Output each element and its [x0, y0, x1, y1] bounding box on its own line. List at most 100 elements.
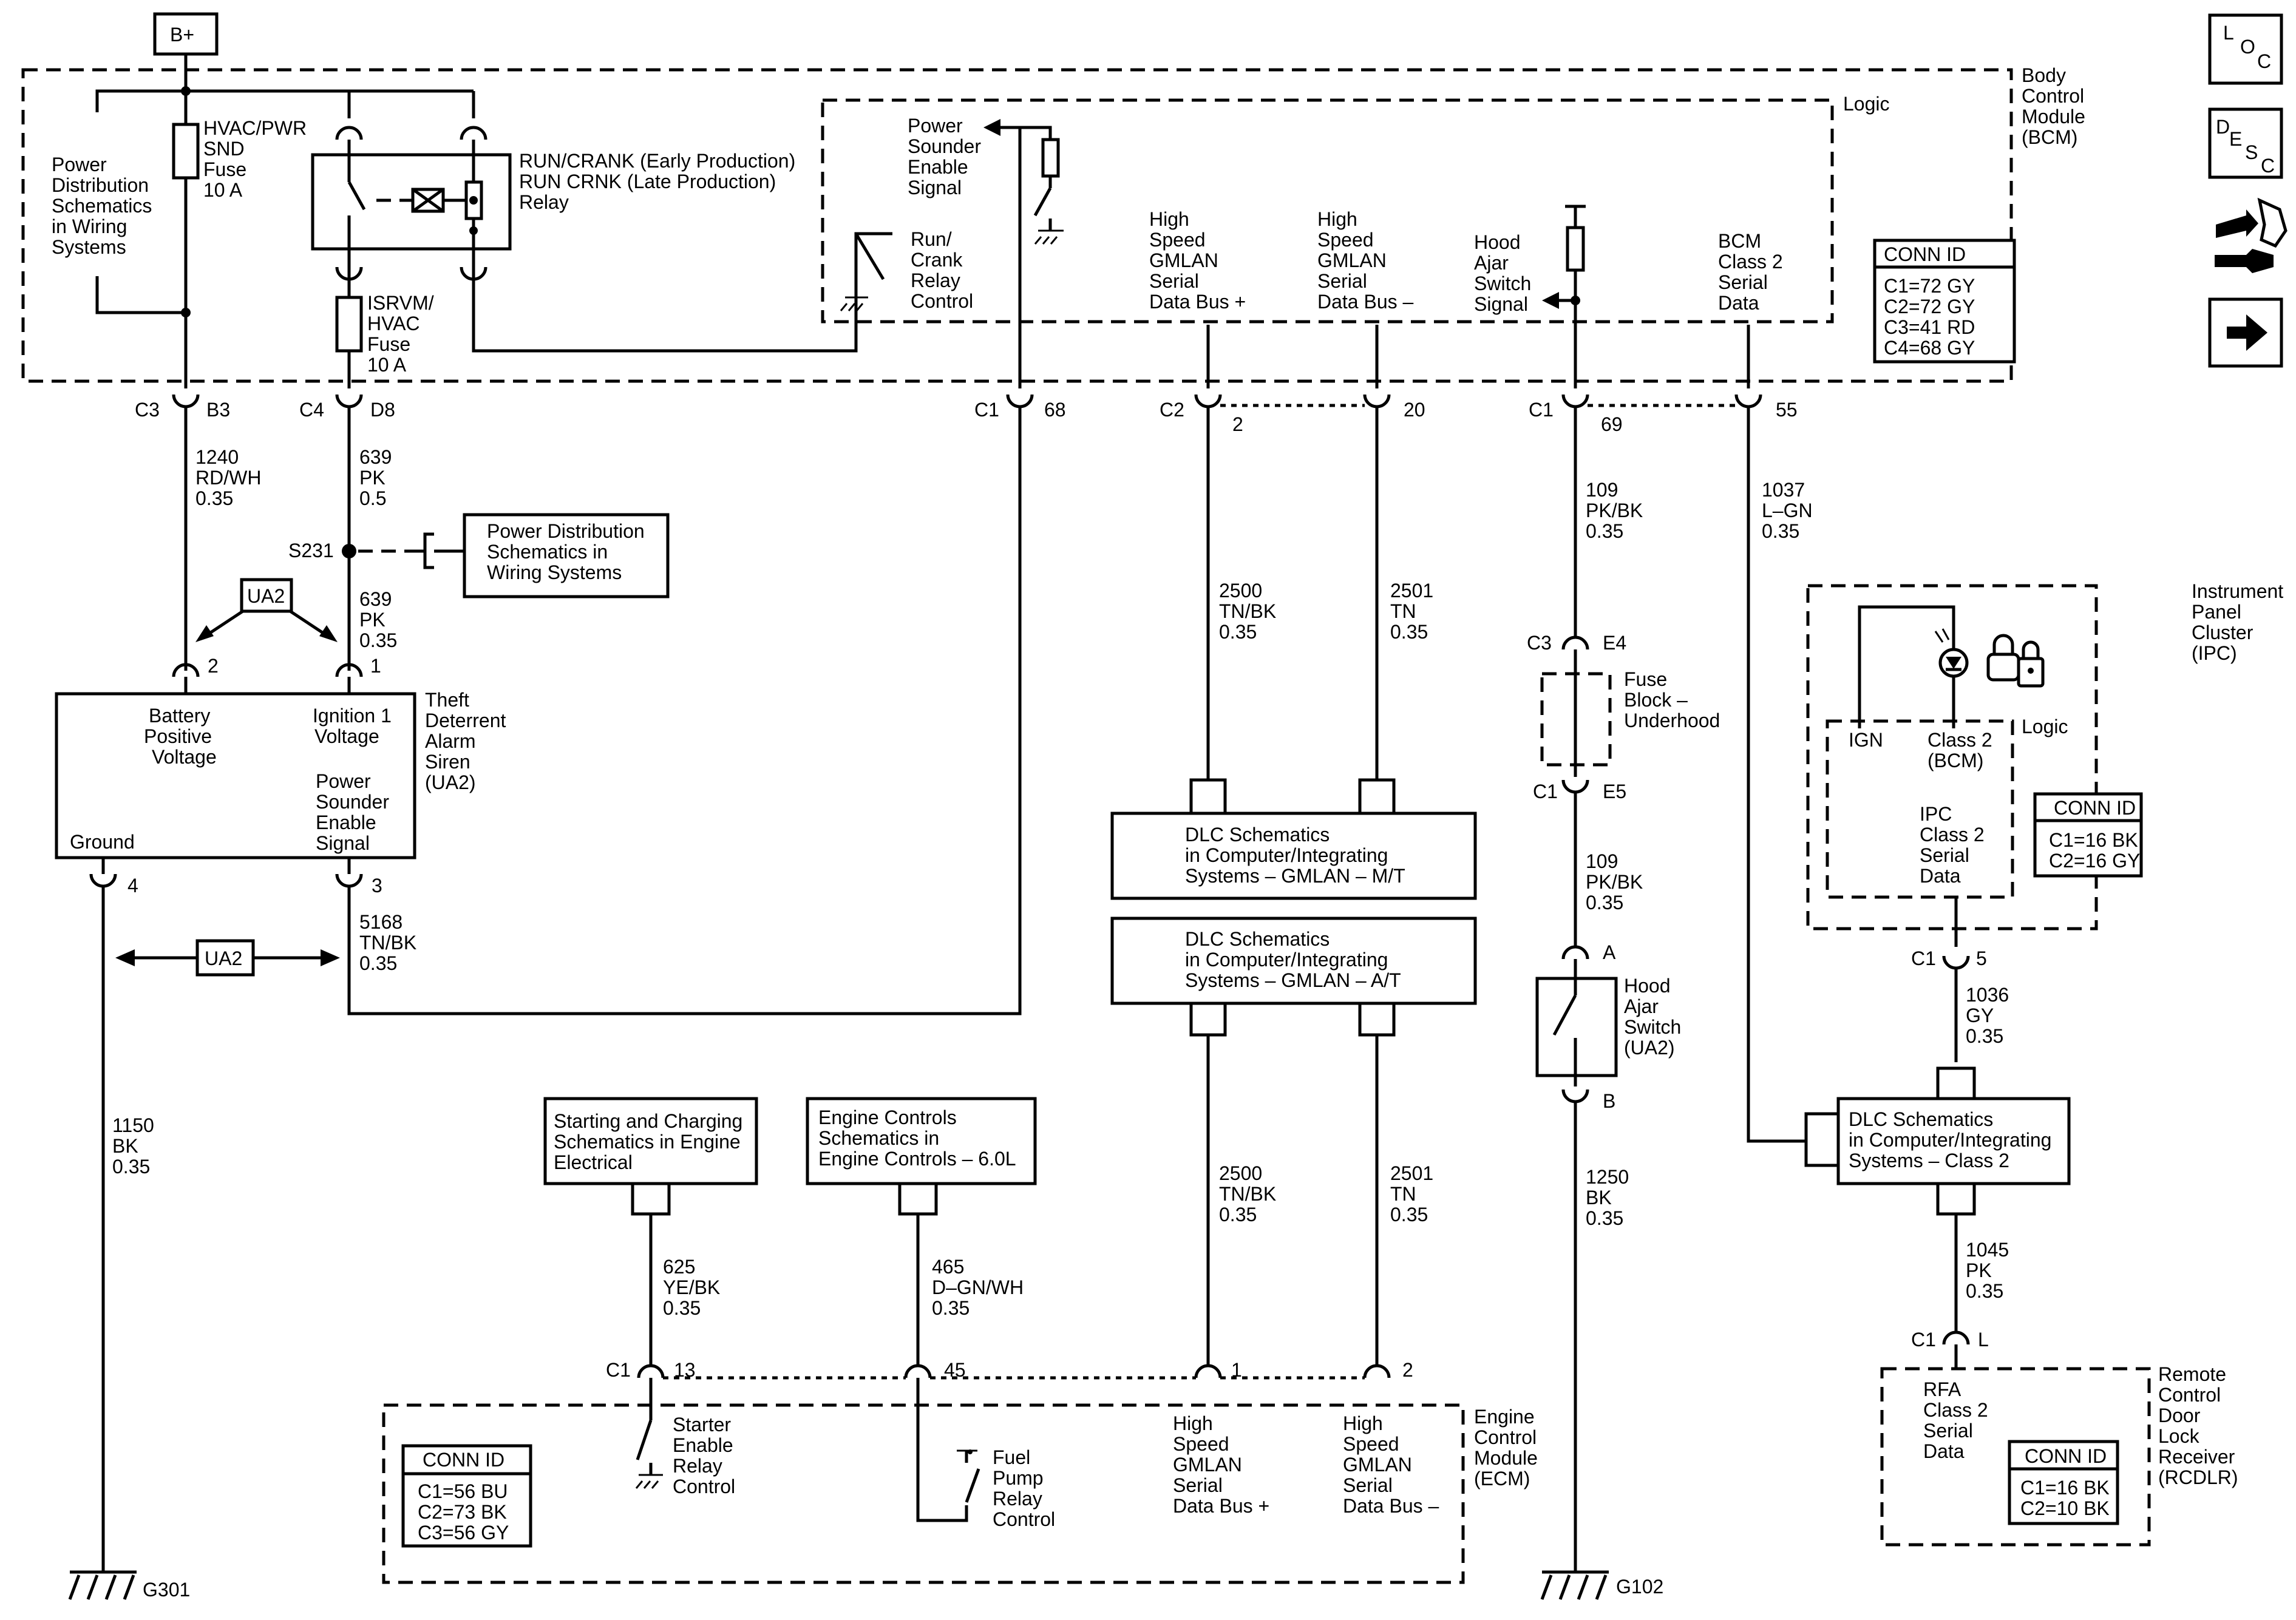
svg-text:C3=56 GY: C3=56 GY — [418, 1522, 509, 1544]
svg-text:DLC Schematics in Computer/I: DLC Schematics in Computer/Integrating S… — [1185, 928, 1401, 991]
svg-text:C2=73 BK: C2=73 BK — [418, 1501, 507, 1523]
svg-text:C2=10 BK: C2=10 BK — [2020, 1497, 2110, 1519]
connector-tools-nav-icon[interactable] — [2215, 197, 2288, 273]
svg-text:C4: C4 — [299, 399, 324, 421]
svg-text:C1=16 BK: C1=16 BK — [2020, 1477, 2110, 1499]
wire-625-label: 625 YE/BK 0.35 — [663, 1256, 725, 1319]
fuse-block-label: Fuse Block – Underhood — [1624, 668, 1720, 731]
rcdlr-label: Remote Control Door Lock Receiver (RCDLR… — [2158, 1363, 2240, 1488]
ipc-class2-bcm-label: Class 2 (BCM) — [1927, 729, 1998, 771]
ipc-label: Instrument Panel Cluster (IPC) — [2192, 580, 2289, 664]
wire-5168-label: 5168 TN/BK 0.35 — [359, 911, 422, 974]
svg-text:C1: C1 — [974, 399, 999, 421]
svg-text:S: S — [2245, 141, 2258, 163]
svg-text:C1: C1 — [606, 1359, 631, 1381]
svg-text:DLC Schematics in Computer/I: DLC Schematics in Computer/Integrating S… — [1185, 824, 1405, 887]
svg-text:D8: D8 — [370, 399, 395, 421]
wire-109b-label: 109 PK/BK 0.35 — [1586, 850, 1648, 913]
svg-text:S231: S231 — [288, 540, 334, 561]
ecm-label: Engine Control Module (ECM) — [1474, 1406, 1543, 1490]
svg-text:E: E — [2229, 128, 2242, 150]
wire-109a-label: 109 PK/BK 0.35 — [1586, 479, 1648, 542]
svg-text:B: B — [1603, 1090, 1615, 1112]
bcm-gmlan-minus-label: High Speed GMLAN Serial Data Bus – — [1317, 208, 1414, 313]
svg-text:C1: C1 — [1533, 781, 1558, 802]
svg-text:C1=72 GY: C1=72 GY — [1884, 275, 1975, 297]
svg-text:C2: C2 — [1160, 399, 1184, 421]
svg-text:D: D — [2216, 116, 2230, 138]
svg-text:C: C — [2261, 155, 2275, 177]
location-nav-button[interactable]: L O C — [2208, 13, 2283, 85]
ecm-gmlan-minus-label: High Speed GMLAN Serial Data Bus – — [1343, 1412, 1439, 1517]
wire-639a-label: 639 PK 0.5 — [359, 446, 397, 509]
wire-1037-label: 1037 L–GN 0.35 — [1762, 479, 1818, 542]
wire-1150-label: 1150 BK 0.35 — [112, 1114, 160, 1178]
wire-2500b-label: 2500 TN/BK 0.35 — [1219, 1162, 1282, 1225]
svg-text:CONN ID: CONN ID — [423, 1449, 504, 1471]
wire-1045-label: 1045 PK 0.35 — [1966, 1239, 2014, 1302]
bcm-logic-outline — [821, 98, 1834, 324]
svg-text:2: 2 — [1232, 413, 1243, 435]
ipc-conn-id: CONN ID C1=16 BK C2=16 GY — [2033, 792, 2143, 878]
ecm-fuel-pump-label: Fuel Pump Relay Control — [993, 1446, 1055, 1530]
bplus-box — [153, 12, 219, 56]
wire-2500a-label: 2500 TN/BK 0.35 — [1219, 580, 1282, 643]
engine-controls-ref — [806, 1097, 1037, 1185]
svg-text:C3: C3 — [135, 399, 160, 421]
ecm-starter-label: Starter Enable Relay Control — [673, 1414, 739, 1497]
svg-text:C3: C3 — [1527, 632, 1552, 654]
ecm-conn-id: CONN ID C1=56 BU C2=73 BK C3=56 GY — [401, 1444, 532, 1548]
wire-639b-label: 639 PK 0.35 — [359, 588, 397, 651]
svg-text:4: 4 — [127, 875, 138, 896]
rcdlr-outline — [1880, 1367, 2151, 1547]
svg-text:2: 2 — [1402, 1359, 1413, 1381]
wire-1250-label: 1250 BK 0.35 — [1586, 1166, 1634, 1229]
svg-text:O: O — [2240, 36, 2255, 58]
svg-text:G102: G102 — [1616, 1576, 1663, 1598]
run-crank-relay-control-label: Run/ Crank Relay Control — [911, 228, 973, 312]
isrvm-fuse-label: ISRVM/ HVAC Fuse 10 A — [367, 292, 440, 376]
theft-siren-module — [55, 692, 416, 859]
power-distribution-ref — [463, 513, 670, 598]
lock-icon — [1986, 634, 2045, 688]
svg-text:55: 55 — [1776, 399, 1798, 421]
ipc-logic-outline — [1826, 719, 2014, 899]
svg-text:C4=68 GY: C4=68 GY — [1884, 337, 1975, 359]
ua2-tag-bottom — [195, 939, 255, 977]
svg-text:45: 45 — [944, 1359, 966, 1381]
isrvm-fuse — [335, 296, 363, 353]
siren-sounder-label: Power Sounder Enable Signal — [316, 770, 395, 854]
ua2-tag-top — [240, 578, 293, 613]
hvac-pwr-fuse — [172, 123, 200, 180]
svg-text:Engine Controls Schematics i: Engine Controls Schematics in Engine Con… — [818, 1107, 1016, 1170]
svg-text:2: 2 — [208, 655, 219, 677]
wire-2501a-label: 2501 TN 0.35 — [1390, 580, 1439, 643]
next-page-arrow-button[interactable] — [2208, 297, 2283, 368]
siren-ground-label: Ground — [70, 831, 135, 853]
ground-g301-icon — [68, 1570, 137, 1600]
ipc-outline — [1806, 584, 2098, 930]
svg-text:Logic: Logic — [2022, 716, 2068, 737]
svg-text:UA2: UA2 — [205, 947, 242, 969]
wire-1036-label: 1036 GY 0.35 — [1966, 984, 2014, 1047]
svg-text:Starting and Charging Schema: Starting and Charging Schematics in Engi… — [554, 1110, 748, 1173]
dlc-class2-ref — [1836, 1097, 2071, 1185]
hood-ajar-signal-label: Hood Ajar Switch Signal — [1474, 231, 1537, 315]
svg-text:C2=72 GY: C2=72 GY — [1884, 296, 1975, 317]
svg-text:E4: E4 — [1603, 632, 1626, 654]
siren-ign1-label: Ignition 1 Voltage — [313, 705, 397, 747]
svg-text:C1=16 BK: C1=16 BK — [2049, 829, 2138, 851]
power-sounder-signal-label: Power Sounder Enable Signal — [908, 115, 987, 198]
bplus-label: B+ — [170, 24, 194, 46]
svg-text:C2=16 GY: C2=16 GY — [2049, 850, 2140, 872]
svg-text:C1: C1 — [1529, 399, 1554, 421]
starting-charging-ref — [543, 1097, 758, 1185]
bcm-label: Body Control Module (BCM) — [2022, 64, 2091, 148]
svg-text:1: 1 — [370, 655, 381, 677]
dlc-gmlan-at-ref — [1110, 917, 1477, 1005]
svg-text:C1: C1 — [1911, 947, 1936, 969]
description-nav-button[interactable]: D E S C — [2208, 107, 2283, 179]
rfa-label: RFA Class 2 Serial Data — [1923, 1378, 1994, 1462]
bcm-logic-label: Logic — [1843, 93, 1890, 115]
